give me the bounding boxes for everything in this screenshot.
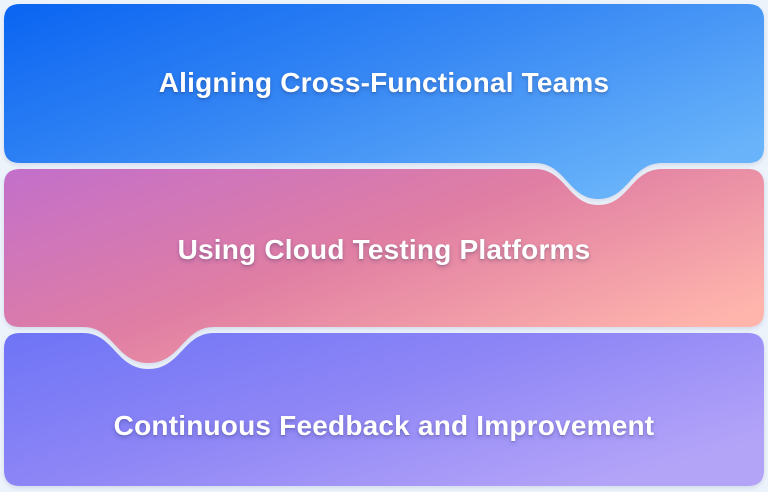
card-shape-continuous-feedback (4, 333, 764, 486)
card-shape-aligning-teams (4, 4, 764, 199)
card-shape-cloud-testing (4, 169, 764, 363)
